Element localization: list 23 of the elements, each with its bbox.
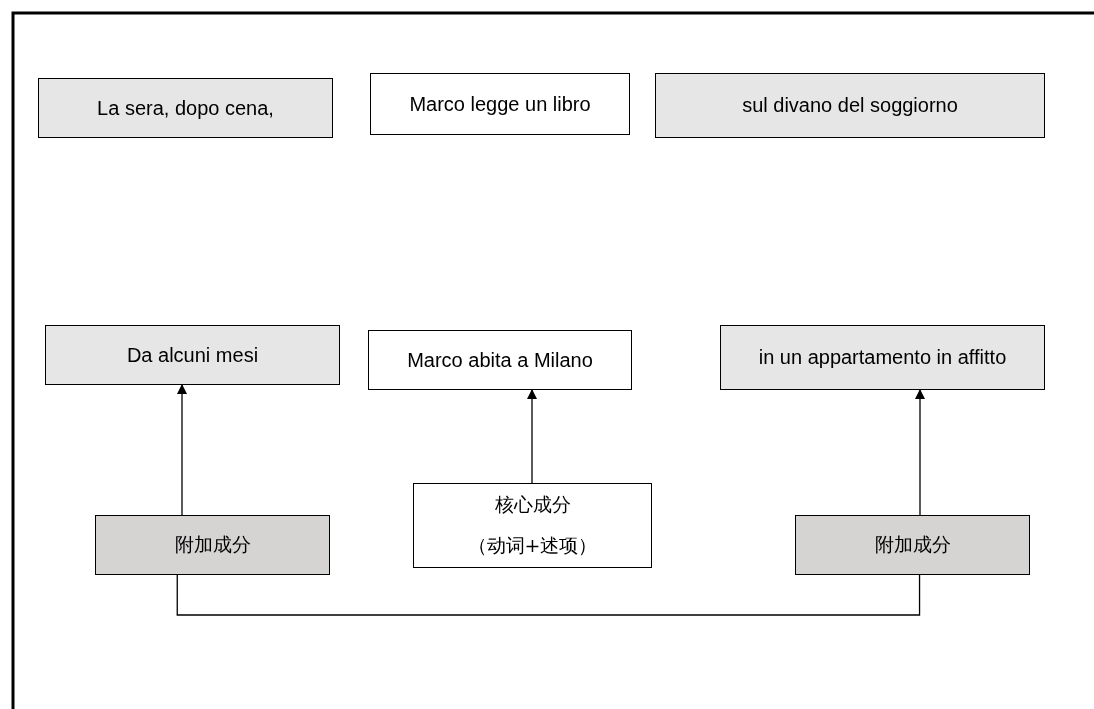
box-text: in un appartamento in affitto — [758, 346, 1007, 369]
arrow — [914, 388, 926, 516]
phrase-box — [38, 78, 333, 138]
box-text: Marco abita a Milano — [407, 348, 593, 372]
phrase-box — [368, 330, 632, 390]
box-text: La sera, dopo cena, — [97, 96, 274, 120]
box-text: 附加成分 — [174, 532, 251, 557]
box-text: 附加成分 — [874, 532, 951, 557]
box-text: Marco legge un libro — [409, 92, 591, 116]
box-text: 核心成分 — [494, 491, 571, 517]
phrase-box — [720, 325, 1045, 390]
connector-line — [176, 574, 921, 616]
label-box — [795, 515, 1030, 575]
phrase-box — [45, 325, 340, 385]
phrase-box — [370, 73, 630, 135]
box-text: Da alcuni mesi — [126, 343, 259, 367]
phrase-box — [655, 73, 1045, 138]
label-box — [95, 515, 330, 575]
arrow — [176, 383, 188, 516]
arrow — [526, 388, 538, 484]
phrase-box — [413, 483, 652, 568]
box-text: （动词+述项） — [467, 533, 598, 559]
box-text: sul divano del soggiorno — [742, 94, 958, 117]
